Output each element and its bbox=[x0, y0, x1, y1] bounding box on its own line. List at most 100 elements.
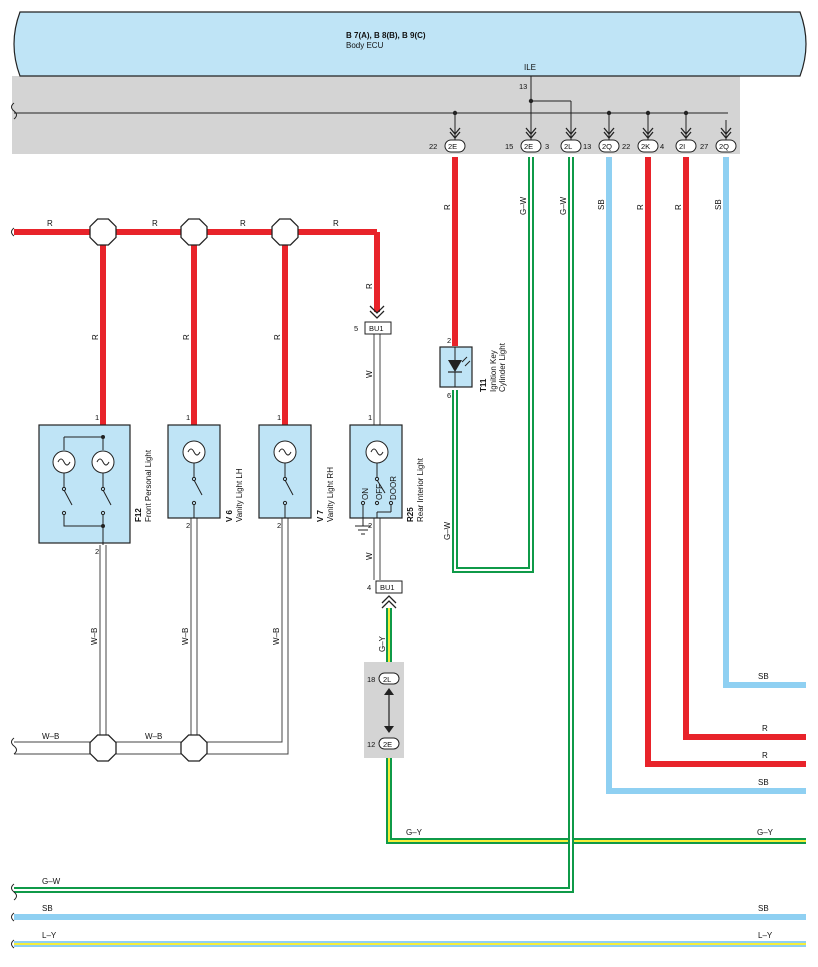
label-w-b-v7: W–B bbox=[272, 628, 281, 645]
wire-g-y bbox=[386, 608, 806, 844]
ecu-pin-number: 4 bbox=[660, 142, 664, 151]
ecu-pin-number: 22 bbox=[622, 142, 630, 151]
label-r-2k: R bbox=[636, 204, 645, 210]
wire-r-2i bbox=[683, 157, 806, 740]
r25-sw-off: OFF bbox=[375, 484, 384, 500]
ecu-pin-number: 13 bbox=[583, 142, 591, 151]
junction-node bbox=[180, 734, 208, 762]
ecu-pin-conn-label: 2Q bbox=[602, 142, 612, 151]
label-w-b-bus-2: W–B bbox=[145, 732, 162, 741]
ecu-pin-conn-label: 2Q bbox=[719, 142, 729, 151]
label-r-t11: R bbox=[443, 204, 452, 210]
f12-pin-top: 1 bbox=[95, 413, 99, 422]
ecu-name: Body ECU bbox=[346, 41, 384, 50]
label-g-w-2l: G–W bbox=[559, 196, 568, 215]
ecu-pin-ile: 13 bbox=[519, 82, 527, 91]
label-g-w-2e: G–W bbox=[519, 196, 528, 215]
ecu-pin-2e-15: 2E 15 bbox=[505, 127, 542, 153]
label-sb-bottom-left: SB bbox=[42, 904, 53, 913]
label-r-2i: R bbox=[674, 204, 683, 210]
bu1-top-label: BU1 bbox=[369, 324, 384, 333]
junction-node bbox=[89, 734, 117, 762]
label-r-2: R bbox=[152, 219, 158, 228]
vanity-light-rh: 1 2 V 7 Vanity Light RH bbox=[258, 413, 335, 530]
r25-code: R25 bbox=[406, 507, 415, 522]
ecu-pin-conn-label: 2K bbox=[641, 142, 650, 151]
t11-pin-bottom: 6 bbox=[447, 391, 451, 400]
junction-2e-pin: 12 bbox=[367, 740, 375, 749]
junction-2e-label: 2E bbox=[383, 740, 392, 749]
label-sb-13: SB bbox=[597, 199, 606, 210]
label-g-y-1: G–Y bbox=[378, 635, 387, 652]
v6-code: V 6 bbox=[225, 509, 234, 522]
label-w-2: W bbox=[365, 552, 374, 560]
label-g-y-2: G–Y bbox=[406, 828, 423, 837]
wire-g-w-bottom bbox=[11, 157, 574, 901]
wire-w-r25-bu1 bbox=[373, 518, 381, 580]
t11-pin-top: 2 bbox=[447, 336, 451, 345]
v7-code: V 7 bbox=[316, 509, 325, 522]
label-r-v7: R bbox=[273, 334, 282, 340]
ecu-pin-conn-label: 2E bbox=[448, 142, 457, 151]
label-sb-right-2: SB bbox=[758, 778, 769, 787]
ignition-key-cylinder-light: 2 6 T11 Ignition Key Cylinder Light bbox=[439, 336, 507, 400]
ecu-pin-number: 15 bbox=[505, 142, 513, 151]
label-sb-right-1: SB bbox=[758, 672, 769, 681]
vanity-light-lh: 1 2 V 6 Vanity Light LH bbox=[167, 413, 244, 530]
label-g-y-3: G–Y bbox=[757, 828, 774, 837]
junction-group bbox=[89, 218, 299, 762]
label-g-w-bottom: G–W bbox=[42, 877, 61, 886]
t11-code: T11 bbox=[479, 378, 488, 392]
r25-sw-door: DOOR bbox=[389, 476, 398, 500]
label-r-f12: R bbox=[91, 334, 100, 340]
ecu-pin-number: 3 bbox=[545, 142, 549, 151]
ecu-pin-conn-label: 2I bbox=[679, 142, 685, 151]
label-r-4: R bbox=[333, 219, 339, 228]
f12-pin-bottom: 2 bbox=[95, 547, 99, 556]
junction-node bbox=[180, 218, 208, 246]
wire-l-y-bottom bbox=[11, 939, 806, 949]
v7-name: Vanity Light RH bbox=[326, 467, 335, 522]
label-r-3: R bbox=[240, 219, 246, 228]
ecu-pin-number: 27 bbox=[700, 142, 708, 151]
v6-pin-bottom: 2 bbox=[186, 521, 190, 530]
wire-g-w-t11-loop bbox=[452, 157, 534, 573]
junction-2l-label: 2L bbox=[383, 675, 391, 684]
r25-sw-on: ON bbox=[361, 488, 370, 500]
r25-pin-top: 1 bbox=[368, 413, 372, 422]
v7-pin-bottom: 2 bbox=[277, 521, 281, 530]
ecu-pin-conn-label: 2E bbox=[524, 142, 533, 151]
junction-2l-pin: 18 bbox=[367, 675, 375, 684]
label-l-y-right: L–Y bbox=[758, 931, 773, 940]
ecu-title: B 7(A), B 8(B), B 9(C) bbox=[346, 31, 426, 40]
label-r-right-1: R bbox=[762, 724, 768, 733]
t11-name-line1: Ignition Key bbox=[489, 350, 498, 392]
label-w-b-v6: W–B bbox=[181, 628, 190, 645]
ecu-break-mark bbox=[11, 102, 17, 120]
front-personal-light: 1 2 F12 Front Personal Light bbox=[38, 413, 153, 556]
ecu-pin-2q-13: 2Q 13 bbox=[583, 127, 620, 153]
wire-labels: R R R R R R R R R G–W G–W SB R R SB G–W … bbox=[42, 196, 774, 940]
ecu-pin-2i-4: 2I 4 bbox=[660, 127, 697, 153]
label-g-w-t11: G–W bbox=[443, 521, 452, 540]
f12-name: Front Personal Light bbox=[144, 449, 153, 522]
ecu-pin-conn-label: 2L bbox=[564, 142, 572, 151]
ecu-pin-number: 22 bbox=[429, 142, 437, 151]
r25-pin-bottom: 2 bbox=[368, 521, 372, 530]
t11-name-line2: Cylinder Light bbox=[498, 342, 507, 392]
junction-connector-block: 2L 18 2E 12 bbox=[364, 662, 404, 758]
label-w-b-bus-1: W–B bbox=[42, 732, 59, 741]
ecu-signal-ile: ILE bbox=[524, 63, 536, 72]
junction-node bbox=[89, 218, 117, 246]
bu1-bottom-pin: 4 bbox=[367, 583, 371, 592]
label-w-1: W bbox=[365, 370, 374, 378]
label-r-right-2: R bbox=[762, 751, 768, 760]
ecu-connector-band bbox=[12, 76, 740, 154]
ecu-box bbox=[13, 11, 807, 77]
label-l-y-left: L–Y bbox=[42, 931, 57, 940]
wire-r-2k bbox=[645, 157, 806, 767]
bu1-bottom-label: BU1 bbox=[380, 583, 395, 592]
ecu-pin-group: 2E 22 2E 15 2L 3 2Q 13 2K 22 2I 4 2Q 27 bbox=[429, 127, 737, 153]
